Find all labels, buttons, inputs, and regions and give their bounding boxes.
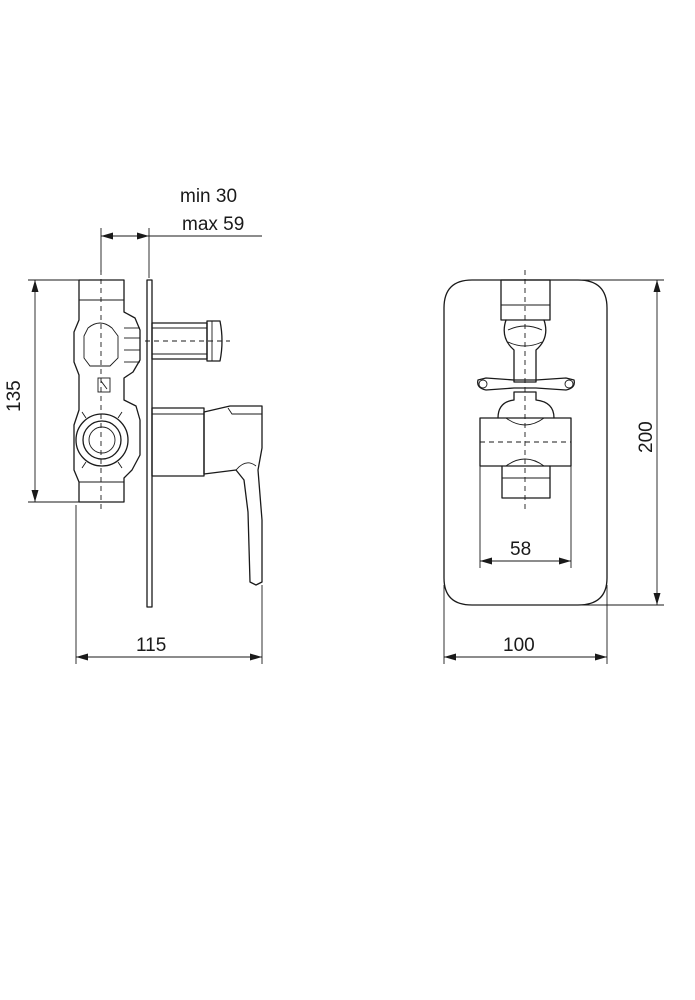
plate-height-label: 200 — [636, 421, 657, 453]
dim-plate-height: 200 — [578, 279, 664, 606]
total-depth-label: 115 — [136, 635, 166, 656]
side-view: min 30 max 59 135 115 — [4, 186, 263, 664]
front-valve-body — [477, 270, 575, 510]
dim-mounting-depth: min 30 max 59 — [100, 186, 262, 278]
dim-outlet-spacing: 58 — [479, 466, 572, 568]
depth-min-label: min 30 — [180, 186, 237, 207]
side-mixer-handle — [151, 405, 263, 586]
side-cover-plate — [146, 279, 153, 608]
dim-plate-width: 100 — [443, 585, 608, 664]
outlet-spacing-label: 58 — [510, 539, 531, 560]
side-diverter-knob — [145, 320, 230, 362]
side-outlet-fitting — [75, 413, 129, 467]
plate-width-label: 100 — [503, 635, 535, 656]
side-valve-body — [73, 279, 141, 503]
dim-body-height: 135 — [4, 279, 79, 503]
body-height-label: 135 — [4, 380, 25, 412]
depth-max-label: max 59 — [182, 214, 244, 235]
front-view: 58 200 100 — [443, 270, 664, 664]
dim-total-depth: 115 — [75, 505, 263, 664]
